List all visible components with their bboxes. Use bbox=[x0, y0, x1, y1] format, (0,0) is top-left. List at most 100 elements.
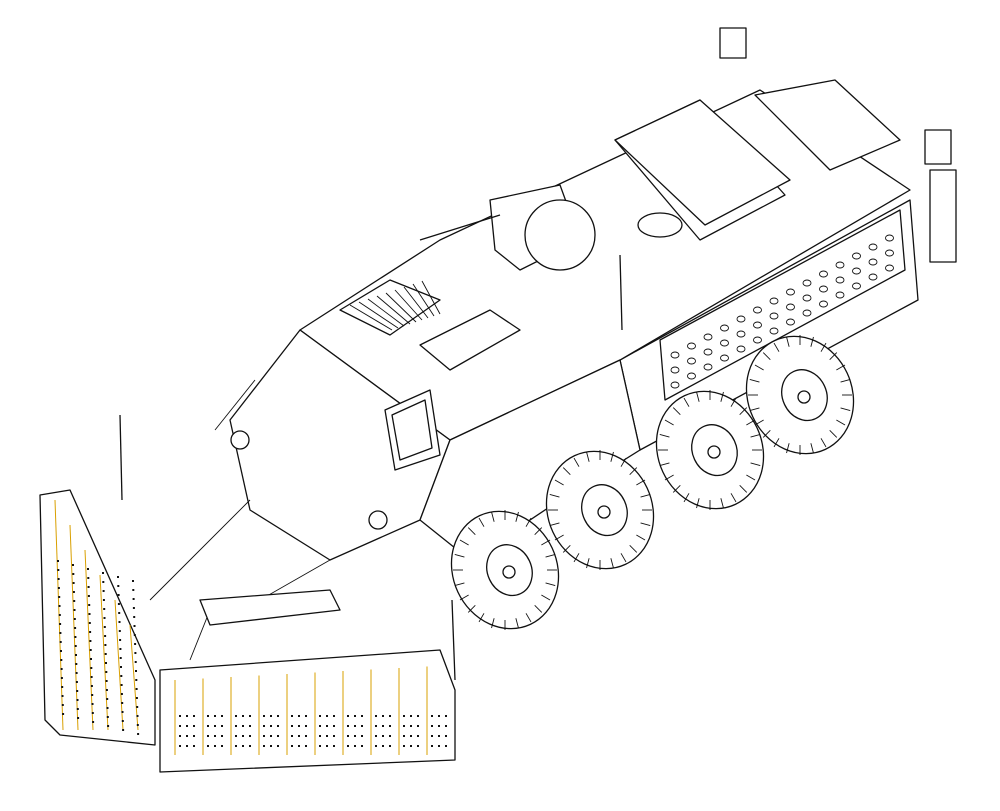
blade-bolt bbox=[120, 693, 123, 695]
blade-bolt bbox=[90, 658, 92, 660]
blade-bolt bbox=[333, 725, 335, 727]
blade-bolt bbox=[186, 735, 188, 737]
blade-bolt bbox=[186, 715, 188, 717]
blade-bolt bbox=[333, 735, 335, 737]
blade-bolt bbox=[207, 715, 209, 717]
blade-bolt bbox=[87, 586, 90, 588]
slat-hole bbox=[885, 249, 894, 257]
blade-bolt bbox=[72, 573, 75, 575]
tread bbox=[659, 462, 670, 466]
tread bbox=[664, 474, 674, 481]
slat-hole bbox=[736, 315, 746, 323]
slat-hole bbox=[819, 300, 828, 308]
blade-bolt bbox=[298, 735, 300, 737]
tread bbox=[586, 451, 590, 462]
blade-bolt bbox=[431, 715, 433, 717]
blade-bolt bbox=[382, 725, 384, 727]
slat-hole bbox=[670, 381, 680, 389]
blade-bolt bbox=[122, 729, 125, 731]
tread bbox=[840, 407, 851, 411]
tread bbox=[610, 558, 614, 569]
slat-hole bbox=[703, 363, 713, 371]
tread bbox=[820, 342, 827, 352]
slat-hole bbox=[753, 321, 762, 329]
blade-bolt bbox=[121, 720, 124, 722]
blade-bolt bbox=[88, 604, 91, 606]
blade-bolt bbox=[57, 578, 60, 580]
blade-bolt bbox=[438, 725, 440, 727]
blade-right-lines bbox=[174, 666, 447, 755]
tread bbox=[534, 527, 543, 535]
blade-bolt bbox=[270, 745, 272, 747]
blade-bolt bbox=[319, 735, 321, 737]
grille-line bbox=[349, 304, 393, 331]
blade-bolt bbox=[445, 715, 447, 717]
tread bbox=[629, 467, 638, 475]
blade-bolt bbox=[135, 670, 137, 672]
blade-bolt bbox=[104, 653, 107, 655]
tread bbox=[672, 485, 681, 493]
blade-bolt bbox=[354, 735, 356, 737]
grille-lines bbox=[349, 280, 441, 331]
blade-bolt bbox=[135, 688, 138, 690]
blade-bolt bbox=[326, 735, 328, 737]
blade-bolt bbox=[221, 725, 223, 727]
slat-hole bbox=[802, 309, 812, 317]
blade-bolt bbox=[270, 715, 272, 717]
blade-bolt bbox=[186, 725, 188, 727]
blade-bolt bbox=[117, 603, 120, 605]
blade-bolt bbox=[249, 735, 251, 737]
blade-bolt bbox=[73, 600, 76, 602]
blade-bolt bbox=[375, 735, 377, 737]
slat-hole bbox=[769, 312, 779, 320]
blade-bolt bbox=[333, 745, 335, 747]
blade-bolt bbox=[235, 745, 237, 747]
blade-bolt bbox=[242, 745, 244, 747]
tread bbox=[541, 539, 551, 546]
blade-bolt bbox=[438, 735, 440, 737]
engine-grille-2 bbox=[419, 309, 521, 371]
tread bbox=[636, 534, 646, 541]
blade-bolt bbox=[91, 694, 94, 696]
blade-rib bbox=[69, 524, 79, 731]
tread bbox=[664, 419, 674, 426]
blade-bolt bbox=[361, 735, 363, 737]
grille-line bbox=[403, 286, 429, 319]
blade-bolt bbox=[382, 735, 384, 737]
blade-bolt bbox=[57, 569, 60, 571]
blade-bolt bbox=[60, 668, 63, 670]
hub-cap bbox=[502, 565, 516, 579]
tread bbox=[829, 352, 838, 360]
blade-bolt bbox=[298, 715, 300, 717]
blade-bolt bbox=[60, 650, 62, 652]
blade-bolt bbox=[120, 684, 123, 686]
blade-bolt bbox=[103, 617, 106, 619]
blade-bolt bbox=[249, 715, 251, 717]
blade-bolt bbox=[221, 745, 223, 747]
blade-bolt bbox=[132, 607, 135, 609]
tread bbox=[620, 457, 627, 467]
blade-bolt bbox=[105, 662, 107, 664]
tread bbox=[467, 605, 476, 613]
blade-bolt bbox=[87, 568, 89, 570]
blade-bolt bbox=[57, 560, 59, 562]
blade-bolt bbox=[410, 715, 412, 717]
blade-bolt bbox=[214, 735, 216, 737]
slat-hole bbox=[885, 264, 894, 272]
hatch-round bbox=[637, 212, 683, 238]
blade-bolt bbox=[417, 725, 419, 727]
plow-blade-left-face bbox=[39, 489, 156, 746]
hull bbox=[214, 27, 957, 561]
blade-bolt bbox=[117, 585, 120, 587]
slat-hole bbox=[753, 336, 762, 344]
tread bbox=[829, 430, 838, 438]
blade-bolt bbox=[60, 677, 63, 679]
slat-hole bbox=[819, 270, 828, 278]
blade-bolt bbox=[319, 745, 321, 747]
grille-line bbox=[367, 298, 405, 327]
storage-box-top bbox=[614, 99, 791, 226]
blade-bolt bbox=[74, 636, 77, 638]
tread bbox=[478, 613, 485, 623]
tread bbox=[754, 419, 764, 426]
blade-bolt bbox=[87, 595, 90, 597]
